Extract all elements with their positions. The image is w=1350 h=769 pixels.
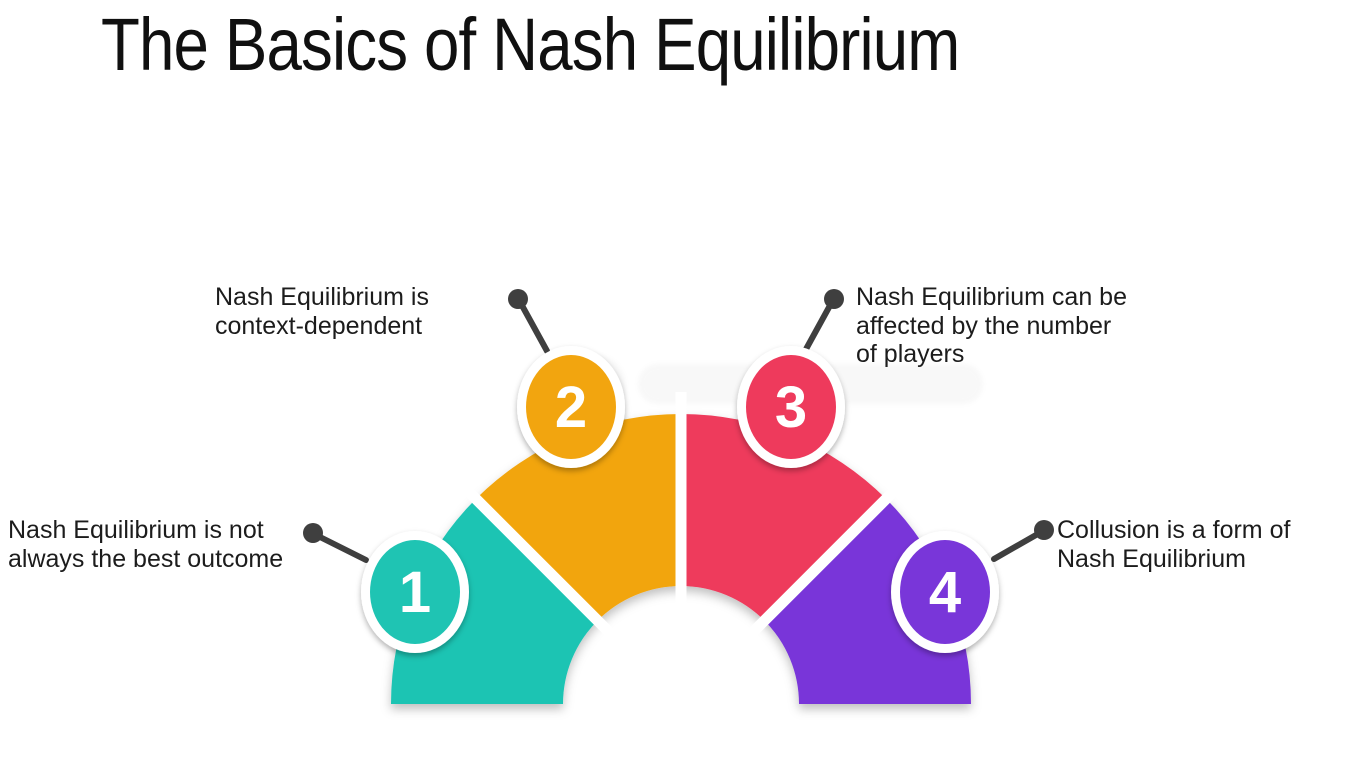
callout-step-1-connector — [303, 523, 369, 563]
step-4-number: 4 — [929, 560, 961, 625]
callout-step-2-connector — [508, 289, 550, 354]
connector-dot — [303, 523, 323, 543]
connector-dot — [508, 289, 528, 309]
callout-step-3-connector — [802, 289, 844, 354]
segment-3 — [681, 414, 887, 621]
step-3-number: 3 — [775, 375, 807, 440]
step-4-badge — [900, 540, 990, 644]
step-2-badge — [526, 355, 616, 459]
callout-step-3-line: of players — [856, 340, 965, 368]
divider — [675, 392, 687, 610]
step-2-number: 2 — [555, 375, 587, 440]
connector-line — [991, 528, 1046, 562]
connector-dot — [824, 289, 844, 309]
callout-step-3-line: Nash Equilibrium can be — [856, 283, 1127, 311]
segment-dividers — [456, 392, 906, 642]
callout-step-2: Nash Equilibrium is context-dependent — [215, 283, 429, 340]
badges — [370, 355, 990, 644]
callout-step-2-line: Nash Equilibrium is — [215, 283, 429, 311]
connector-line — [802, 297, 836, 354]
segment-2 — [475, 414, 681, 621]
connector-dot — [1034, 520, 1054, 540]
connector-line — [516, 297, 550, 354]
callout-step-1-line: Nash Equilibrium is not — [8, 516, 264, 544]
callout-step-4-connector — [991, 520, 1054, 562]
callout-step-1: Nash Equilibrium is not always the best … — [8, 516, 283, 573]
connector-line — [311, 531, 369, 563]
callout-step-4: Collusion is a form of Nash Equilibrium — [1057, 516, 1290, 573]
page-title: The Basics of Nash Equilibrium — [101, 3, 960, 86]
callout-step-3-line: affected by the number — [856, 311, 1112, 340]
step-1-number: 1 — [399, 560, 431, 625]
step-3-badge — [746, 355, 836, 459]
callout-step-4-line: Collusion is a form of — [1057, 516, 1291, 544]
step-1-badge — [370, 540, 460, 644]
callout-connectors — [303, 289, 1054, 563]
badge-numbers: 1 2 3 4 — [399, 375, 961, 625]
divider — [743, 479, 906, 642]
divider — [456, 479, 619, 642]
callout-step-3: Nash Equilibrium can be affected by the … — [856, 283, 1127, 369]
callout-step-4-line: Nash Equilibrium — [1057, 544, 1246, 573]
callout-step-1-line: always the best outcome — [8, 544, 284, 573]
callout-step-2-line: context-dependent — [215, 311, 423, 340]
